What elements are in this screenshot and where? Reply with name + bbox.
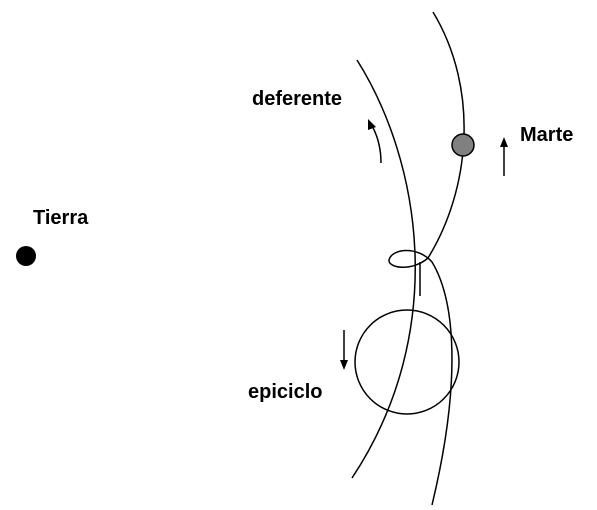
mars-label: Marte <box>520 124 573 146</box>
mars-arrowhead-icon <box>500 137 508 147</box>
deferent-label: deferente <box>252 88 342 110</box>
epicycle-label: epiciclo <box>248 381 322 403</box>
deferent-curve <box>351 59 416 479</box>
earth-dot <box>16 246 36 266</box>
earth-label: Tierra <box>33 207 89 229</box>
deferent-arrow-icon <box>370 123 382 164</box>
mars-dot <box>451 133 475 157</box>
epicycle-circle <box>354 309 460 415</box>
deferent-arrowhead-icon <box>368 119 376 130</box>
mars-path-curve <box>388 11 465 506</box>
epicycle-arrowhead-icon <box>340 360 348 370</box>
